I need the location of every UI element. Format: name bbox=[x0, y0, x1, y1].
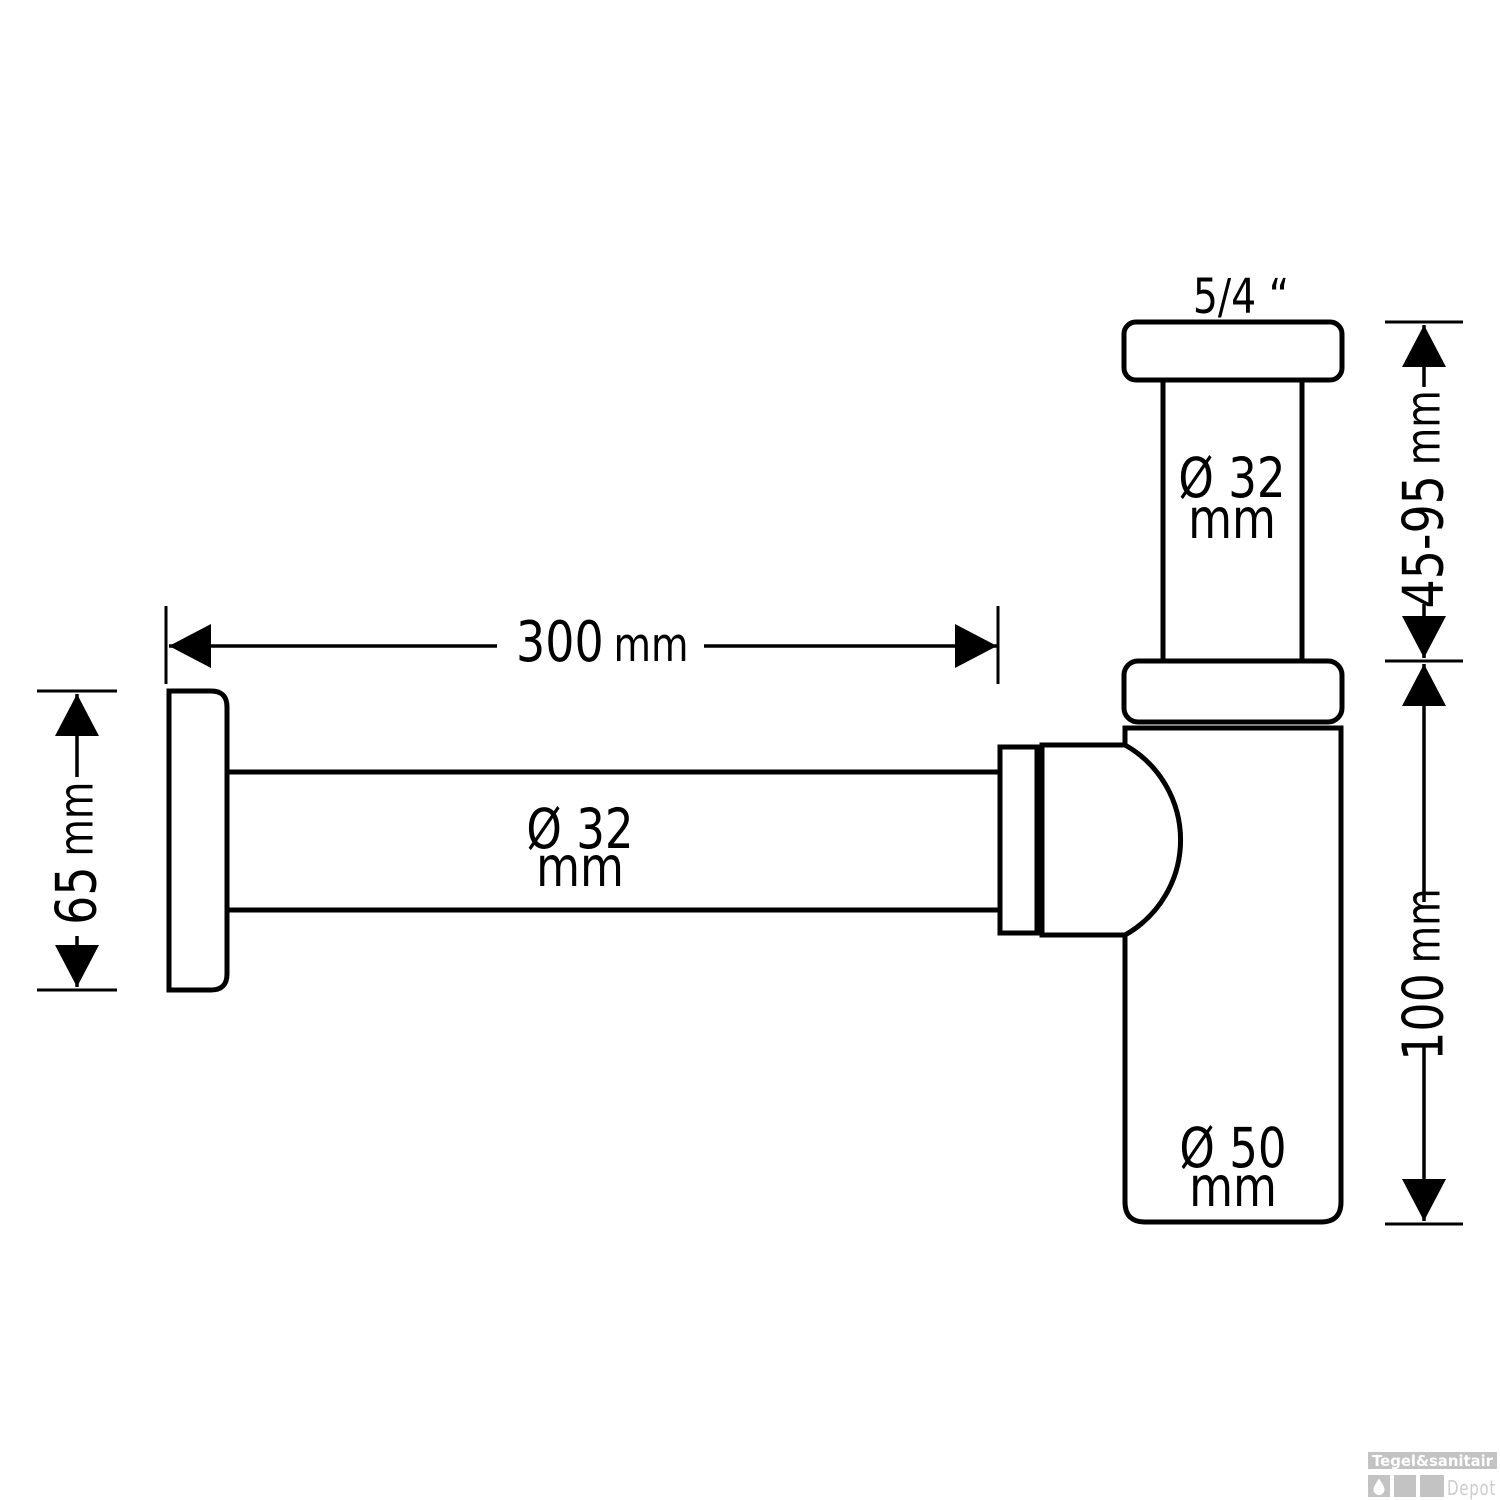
svg-text:mm: mm bbox=[1188, 487, 1276, 552]
arrow-up-icon bbox=[1402, 664, 1446, 706]
dim-65-unit: mm bbox=[50, 782, 105, 857]
vertical-pipe-diameter-unit: mm bbox=[1188, 487, 1276, 552]
dim-300-label: 300 mm bbox=[516, 610, 689, 676]
dim-4595-value: 45-95 bbox=[1391, 475, 1457, 608]
watermark: Tegel&sanitair Depot bbox=[1368, 1452, 1497, 1500]
elbow-outline bbox=[1039, 742, 1183, 938]
arrow-left-icon bbox=[169, 624, 211, 668]
vertical-pipe-diameter-label: Ø 32 bbox=[1178, 446, 1285, 511]
svg-text:Ø 32: Ø 32 bbox=[526, 797, 633, 862]
upper-flange-outline bbox=[1121, 658, 1345, 725]
coupling-nut-outline bbox=[997, 744, 1040, 936]
watermark-brand-text: Tegel&sanitair bbox=[1372, 1452, 1494, 1470]
watermark-tile bbox=[1420, 1475, 1444, 1497]
svg-text:mm: mm bbox=[536, 835, 624, 900]
svg-text:Ø 50: Ø 50 bbox=[1179, 1116, 1286, 1181]
arrow-down-icon bbox=[1402, 616, 1446, 658]
dim-100-label: 100 mm bbox=[1391, 888, 1457, 1061]
svg-text:Ø 32: Ø 32 bbox=[1178, 446, 1285, 511]
watermark-tile bbox=[1394, 1475, 1416, 1497]
dim-4595-unit: mm bbox=[1397, 390, 1452, 465]
dim-4595-label: 45-95 mm bbox=[1391, 390, 1457, 608]
horizontal-pipe-diameter-unit: mm bbox=[536, 835, 624, 900]
dim-65-value: 65 bbox=[44, 866, 110, 924]
dim-300-unit: mm bbox=[613, 618, 688, 673]
watermark-banner bbox=[1368, 1452, 1497, 1469]
horizontal-pipe-diameter-label: Ø 32 bbox=[526, 797, 633, 862]
arrow-down-icon bbox=[1402, 1179, 1446, 1221]
dim-300-value: 300 bbox=[516, 610, 604, 676]
arrow-up-icon bbox=[55, 694, 99, 736]
water-drop-icon bbox=[1373, 1478, 1385, 1495]
wall-flange-outline bbox=[166, 688, 230, 993]
dim-100-value: 100 bbox=[1391, 973, 1457, 1061]
arrow-right-icon bbox=[955, 624, 997, 668]
body-diameter-label: Ø 50 bbox=[1179, 1116, 1286, 1181]
body-diameter-unit: mm bbox=[1189, 1155, 1277, 1220]
watermark-sub-text: Depot bbox=[1447, 1476, 1496, 1500]
arrow-down-icon bbox=[55, 945, 99, 987]
arrow-up-icon bbox=[1402, 325, 1446, 367]
thread-cap-outline bbox=[1121, 319, 1345, 383]
thread-size-label: 5/4 “ bbox=[1193, 269, 1289, 325]
dim-65-label: 65 mm bbox=[44, 782, 110, 925]
dim-100-unit: mm bbox=[1397, 888, 1452, 963]
svg-text:5/4 “: 5/4 “ bbox=[1193, 269, 1289, 325]
svg-text:mm: mm bbox=[1189, 1155, 1277, 1220]
